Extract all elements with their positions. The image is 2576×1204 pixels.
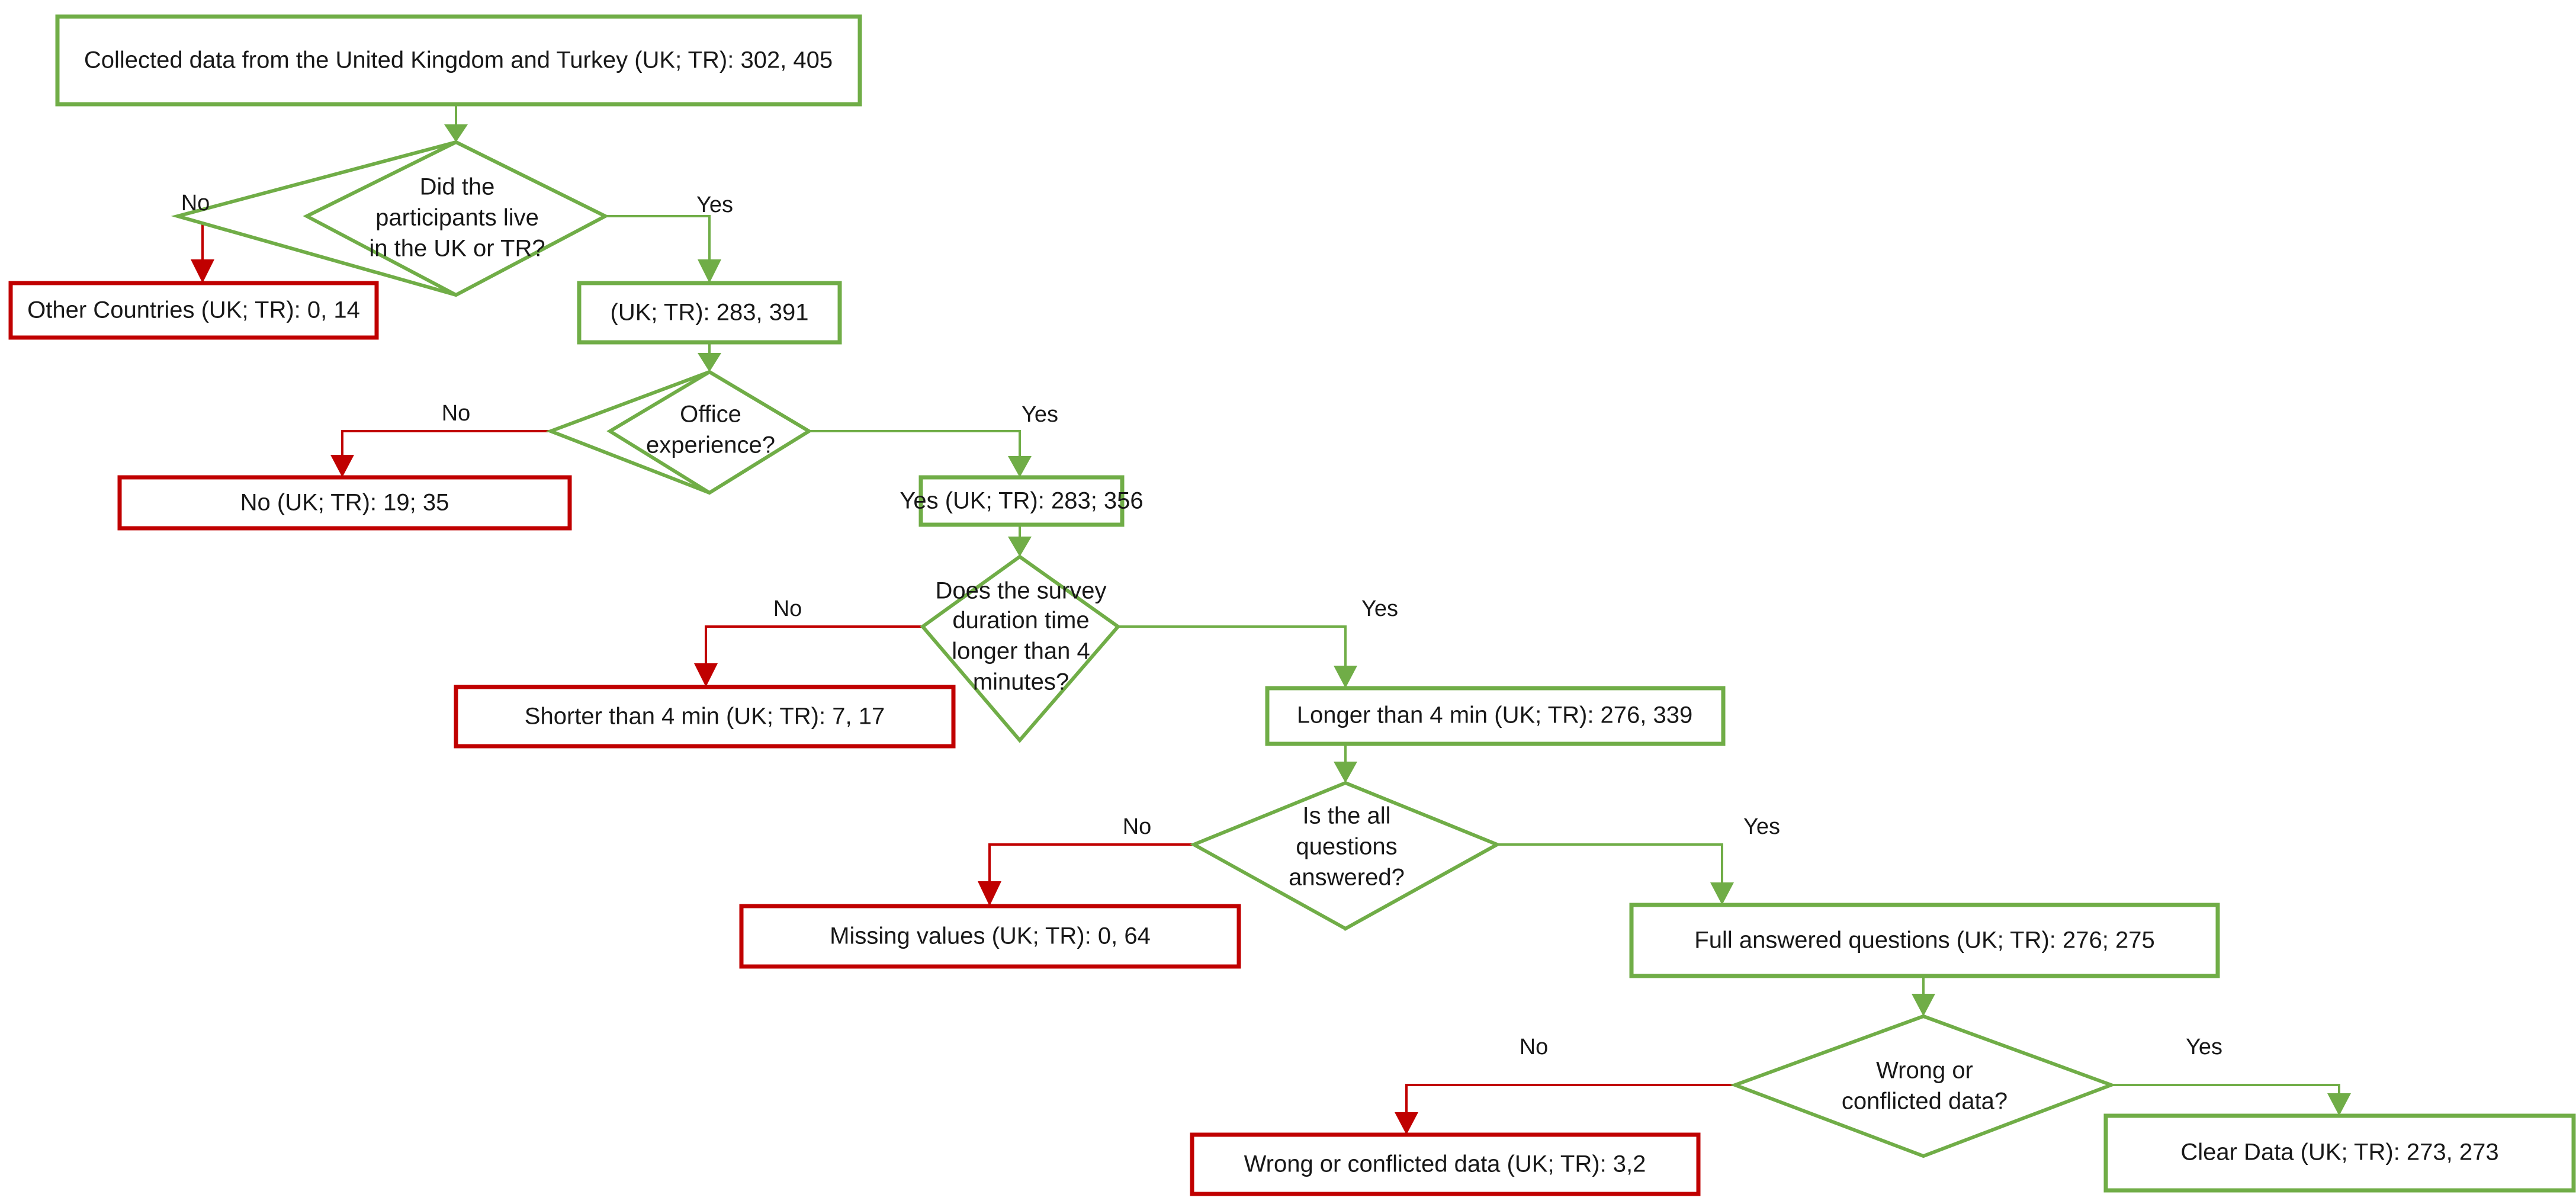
decision-office-line1: Office (680, 402, 741, 428)
connector-full-to-conflicted (1912, 975, 1935, 1016)
node-decision-all-answered[interactable]: Is the all questions answered? (1190, 781, 1501, 931)
node-no-office-label: No (UK; TR): 19; 35 (240, 490, 449, 516)
edge-label-live-no: No (181, 191, 210, 216)
connector-counts-to-office (698, 342, 721, 372)
decision-answered-line3: answered? (1289, 865, 1405, 891)
node-wrong-conflicted-data-label: Wrong or conflicted data (UK; TR): 3,2 (1244, 1151, 1646, 1177)
node-clear-data[interactable]: Clear Data (UK; TR): 273, 273 (2103, 1113, 2576, 1193)
decision-duration-line2: duration time (952, 608, 1089, 634)
node-longer-than-4[interactable]: Longer than 4 min (UK; TR): 276, 339 (1265, 686, 1726, 746)
edge-label-office-yes: Yes (1022, 402, 1058, 427)
edge-label-conflicted-yes: Yes (2186, 1035, 2222, 1059)
connector-office-yes (809, 430, 1032, 477)
node-full-answered-label: Full answered questions (UK; TR): 276; 2… (1694, 927, 2154, 953)
node-uk-tr-counts[interactable]: (UK; TR): 283, 391 (577, 281, 842, 345)
decision-duration-line4: minutes? (973, 669, 1069, 695)
decision-live-line3: in the UK or TR? (369, 236, 545, 262)
decision-answered-line2: questions (1296, 834, 1397, 860)
node-clear-data-label: Clear Data (UK; TR): 273, 273 (2180, 1139, 2498, 1166)
node-longer-than-4-label: Longer than 4 min (UK; TR): 276, 339 (1297, 702, 1693, 728)
node-uk-tr-counts-label: (UK; TR): 283, 391 (611, 300, 809, 326)
decision-answered-line1: Is the all (1303, 803, 1391, 829)
connector-longer-to-answered (1334, 741, 1357, 783)
edge-label-conflicted-no: No (1520, 1035, 1549, 1059)
edge-label-duration-yes: Yes (1361, 596, 1398, 621)
node-collected-data-label: Collected data from the United Kingdom a… (84, 47, 833, 73)
edge-label-live-yes: Yes (696, 192, 733, 217)
connector-duration-yes (1118, 625, 1357, 688)
connector-duration-no (694, 625, 923, 687)
connector-answered-yes (1405, 843, 1734, 905)
node-decision-wrong-conflicted[interactable]: Wrong or conflicted data? (1730, 1014, 2116, 1158)
edge-label-office-no: No (442, 401, 471, 426)
node-shorter-than-4[interactable]: Shorter than 4 min (UK; TR): 7, 17 (454, 685, 956, 749)
node-yes-office[interactable]: Yes (UK; TR): 283; 356 (900, 475, 1144, 527)
node-other-countries[interactable]: Other Countries (UK; TR): 0, 14 (8, 281, 379, 340)
edge-label-duration-no: No (773, 596, 802, 621)
node-decision-duration[interactable]: Does the survey duration time longer tha… (920, 554, 1121, 743)
connector-collected-to-live (444, 104, 468, 142)
node-missing-values-label: Missing values (UK; TR): 0, 64 (830, 923, 1151, 949)
decision-live-line1: Did the (420, 174, 495, 200)
connector-conflicted-yes (2021, 1084, 2351, 1116)
decision-duration-line1: Does the survey (935, 578, 1106, 604)
node-missing-values[interactable]: Missing values (UK; TR): 0, 64 (739, 904, 1241, 969)
node-full-answered[interactable]: Full answered questions (UK; TR): 276; 2… (1629, 903, 2220, 978)
node-collected-data[interactable]: Collected data from the United Kingdom a… (55, 14, 862, 107)
node-wrong-conflicted-data[interactable]: Wrong or conflicted data (UK; TR): 3,2 (1190, 1132, 1701, 1196)
edge-label-answered-yes: Yes (1743, 814, 1780, 839)
connector-office-no (330, 430, 551, 477)
node-decision-live-uk-tr[interactable]: Did the participants live in the UK or T… (171, 140, 609, 297)
node-yes-office-label: Yes (UK; TR): 283; 356 (900, 488, 1143, 514)
connector-yesoffice-to-duration (1008, 525, 1032, 557)
connector-conflicted-no (1395, 1084, 1829, 1135)
decision-office-line2: experience? (646, 432, 775, 458)
decision-duration-line3: longer than 4 (952, 638, 1090, 664)
node-shorter-than-4-label: Shorter than 4 min (UK; TR): 7, 17 (525, 704, 885, 730)
node-other-countries-label: Other Countries (UK; TR): 0, 14 (27, 297, 360, 323)
edge-label-answered-no: No (1123, 814, 1152, 839)
decision-conflicted-line2: conflicted data? (1842, 1089, 2008, 1115)
decision-live-line2: participants live (375, 205, 539, 231)
connector-answered-no (978, 843, 1288, 906)
decision-conflicted-line1: Wrong or (1876, 1058, 1973, 1084)
node-no-office[interactable]: No (UK; TR): 19; 35 (117, 475, 572, 531)
node-decision-office-experience[interactable]: Office experience? (545, 370, 812, 495)
